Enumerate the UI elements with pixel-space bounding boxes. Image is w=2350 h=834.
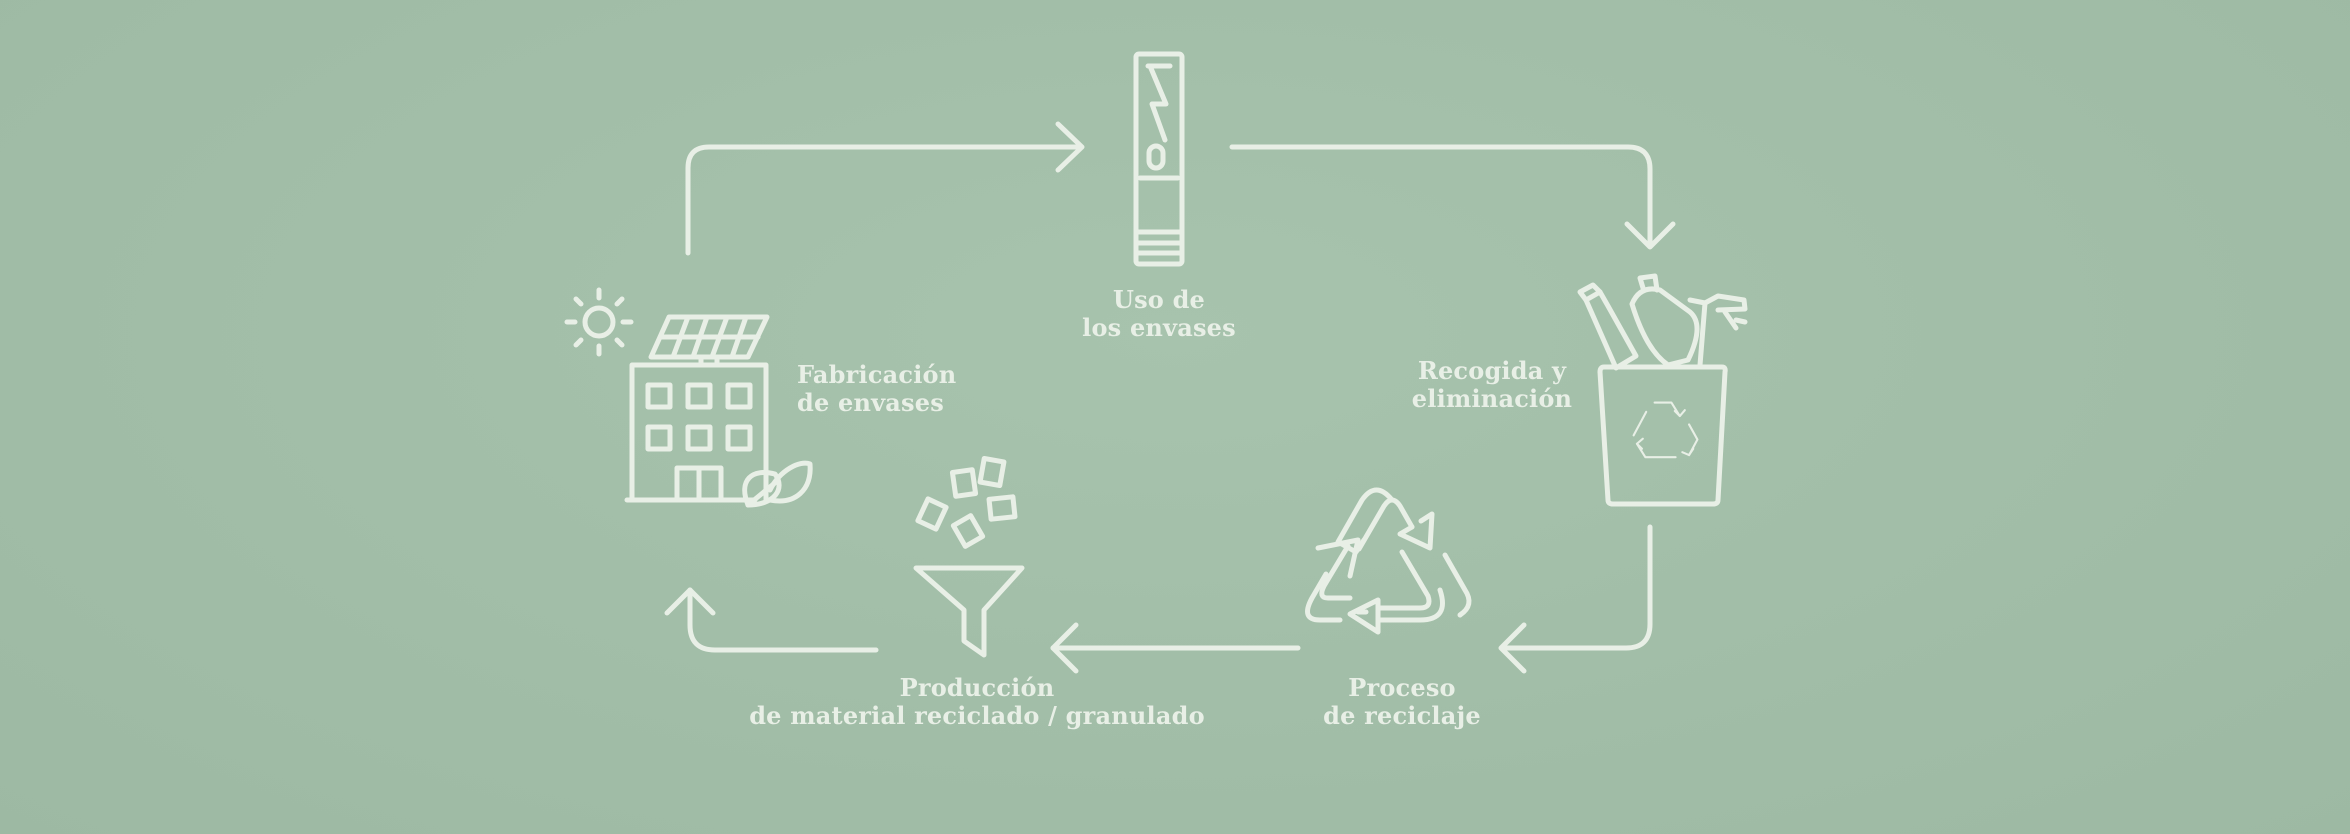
- factory-solar-icon: [564, 287, 813, 508]
- label-uso: Uso de los envases: [1082, 285, 1236, 342]
- recycling-bin-icon: [1577, 273, 1748, 507]
- label-produccion: Producción de material reciclado / granu…: [749, 673, 1205, 730]
- arrow-recogida-to-proceso: [1498, 524, 1653, 674]
- arrow-uso-to-recogida: [1229, 144, 1676, 250]
- tube-package-icon: [1133, 51, 1185, 267]
- funnel-granules-icon: [913, 455, 1025, 658]
- arrow-proceso-to-produccion: [1050, 622, 1301, 674]
- label-proceso: Proceso de reciclaje: [1323, 673, 1481, 730]
- recycle-symbol-icon: [1305, 487, 1472, 635]
- label-recogida: Recogida y eliminación: [1411, 356, 1573, 413]
- label-fabricacion: Fabricación de envases: [797, 360, 957, 417]
- arrow-fabricacion-to-uso: [685, 121, 1085, 256]
- arrow-produccion-to-fabricacion: [664, 587, 879, 653]
